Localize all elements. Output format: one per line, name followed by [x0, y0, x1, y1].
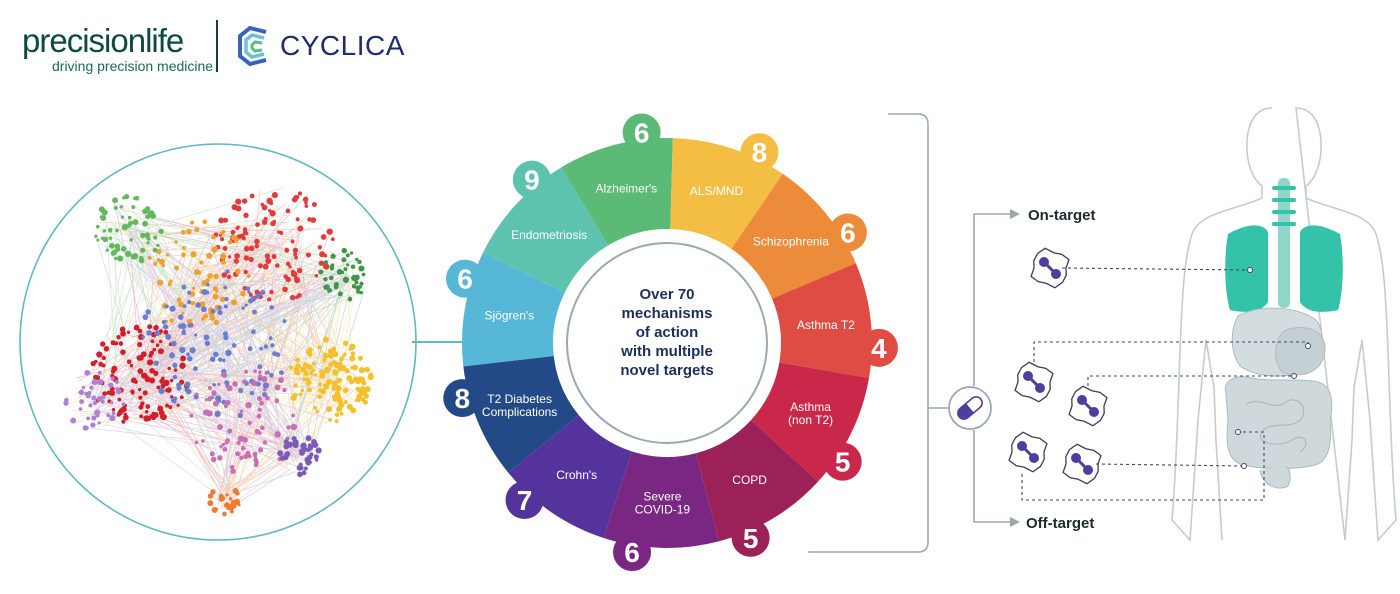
segment-count-badge — [823, 442, 862, 481]
segment-count-badge — [443, 379, 482, 418]
wheel-segment — [772, 263, 872, 378]
segment-count: 5 — [835, 447, 851, 478]
segment-count-badge — [613, 533, 652, 572]
gene-network-cluster — [19, 143, 417, 541]
precisionlife-tagline: driving precision medicine — [52, 58, 214, 74]
segment-count: 9 — [524, 165, 540, 196]
segment-label: Asthma T2 — [797, 318, 855, 332]
binding-target — [1068, 373, 1297, 427]
wheel-segment — [508, 415, 632, 538]
segment-count: 4 — [871, 333, 887, 364]
segment-count: 6 — [624, 537, 640, 568]
precisionlife-logo: precisionlife driving precision medicine — [22, 22, 214, 75]
segment-label: Asthma(non T2) — [788, 400, 833, 427]
wheel-hub — [555, 231, 779, 455]
human-body-outline — [1171, 107, 1397, 542]
segment-label: ALS/MND — [690, 184, 744, 198]
segment-count: 7 — [517, 485, 533, 516]
segment-count: 8 — [454, 383, 470, 414]
wheel-segment — [731, 173, 856, 299]
segment-label: Endometriosis — [511, 228, 587, 242]
wheel-segment — [603, 451, 720, 548]
binding-target — [1030, 247, 1253, 289]
segment-label: Schizophrenia — [753, 235, 829, 249]
segment-count: 5 — [743, 523, 759, 554]
wheel-segment — [462, 252, 565, 367]
binding-targets — [1008, 247, 1311, 501]
pill-badge — [948, 386, 992, 430]
wheel-segment — [483, 167, 609, 293]
cyclica-logo: CYCLICA — [236, 26, 405, 66]
segment-count: 8 — [752, 137, 768, 168]
cyclica-wordmark: CYCLICA — [280, 30, 405, 61]
segment-count: 6 — [840, 217, 856, 248]
segment-count-badge — [740, 133, 779, 172]
cyclica-mark-icon — [238, 26, 267, 66]
wheel-segment — [561, 138, 673, 246]
binding-target — [1014, 341, 1311, 403]
segment-label: COPD — [732, 473, 767, 487]
binding-target — [1062, 443, 1247, 485]
segment-count: 6 — [457, 264, 473, 295]
binding-target — [1008, 429, 1265, 501]
segment-count-badge — [512, 160, 551, 199]
wheel-hub-ring — [566, 242, 768, 444]
segment-count: 6 — [634, 118, 650, 149]
segment-label: Sjögren's — [485, 309, 535, 323]
wheel-segment — [463, 355, 579, 473]
segment-label: Alzheimer's — [596, 181, 658, 195]
on-target-label: On-target — [1028, 207, 1096, 224]
segment-label: Crohn's — [556, 468, 597, 482]
target-arrows — [973, 209, 1020, 527]
wheel-segment — [695, 420, 819, 542]
off-target-label: Off-target — [1026, 515, 1094, 532]
segment-count-badge — [446, 259, 485, 298]
segment-count-badge — [828, 213, 867, 252]
segment-count-badge — [622, 113, 661, 152]
segment-count-badge — [731, 518, 770, 557]
logo-divider — [216, 20, 218, 72]
bracket — [808, 113, 948, 553]
segment-count-badge — [505, 481, 544, 520]
segment-count-badge — [859, 328, 898, 367]
precisionlife-wordmark: precisionlife — [22, 22, 184, 59]
